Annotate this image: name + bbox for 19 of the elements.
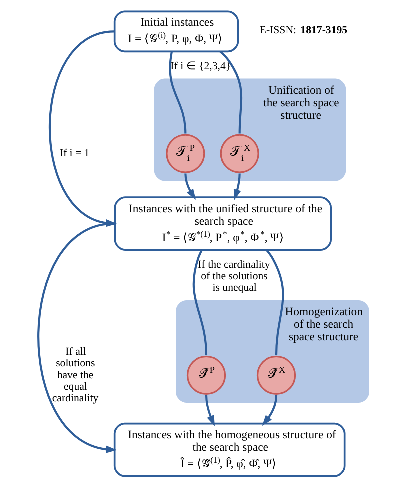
connector: [220, 50, 243, 134]
connector: [192, 250, 208, 356]
edge-label: If the cardinality of the solutions is unequal: [198, 258, 270, 294]
arrow: [234, 174, 242, 200]
arrow: [205, 395, 215, 427]
label: E-ISSN: 1817-3195: [260, 24, 348, 37]
node-box: Initial instances I = ⟨𝒢$^{(i)}$, P, φ, Φ, Ψ⟩: [114, 10, 240, 53]
connector: [266, 250, 284, 356]
connector: [169, 52, 187, 134]
edge-label: If i ∈ {2,3,4}: [170, 60, 232, 73]
node-circle: 𝒯̂$^{X}$: [256, 356, 296, 396]
arrow: [184, 174, 196, 200]
node-circle: 𝒯̂$^{P}$: [186, 356, 226, 396]
node-box: Instances with the unified structure of the search space I$^{*}$ = ⟨𝒢$^{*(1)}$, P$^{*}$, φ$^{*}$, Φ$^{*}$, Ψ⟩: [114, 196, 332, 251]
edge-label: If i = 1: [60, 148, 90, 160]
edge-label: If all solutions have the equal cardinality: [52, 346, 99, 405]
node-box: Instances with the homogeneous structure of the search space Î = ⟨𝒢̂$^{(1)}$, P̂, φ̂, Φ̂, Ψ⟩: [114, 422, 346, 478]
arrow: [38, 222, 118, 454]
arrow: [262, 395, 278, 426]
